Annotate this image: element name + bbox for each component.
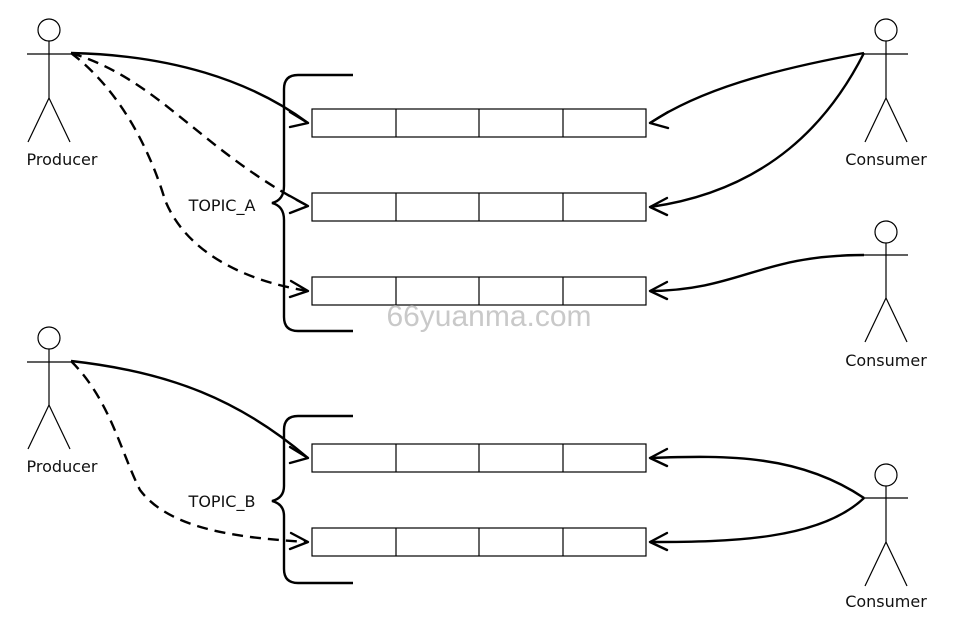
consumer-a2-label: Consumer — [845, 351, 927, 370]
producer-a-arrow-queue-2 — [70, 51, 310, 215]
consumer-a2-arrow-queue-3 — [648, 253, 865, 301]
consumer-a1-arrow-queue-1 — [648, 51, 865, 130]
topic-a-queue-2 — [311, 192, 647, 222]
stick-figure-icon — [27, 18, 71, 143]
consumer-b1-label: Consumer — [845, 592, 927, 611]
topic-a-queue-1 — [311, 108, 647, 138]
producer-a-actor: Producer — [27, 18, 98, 169]
stick-figure-icon — [27, 326, 71, 450]
watermark-text: 66yuanma.com — [386, 300, 591, 333]
producer-b-arrow-queue-2 — [70, 360, 310, 551]
producer-b-arrow-queue-1 — [70, 359, 310, 465]
stick-figure-icon — [864, 463, 908, 587]
topic-a-group: TOPIC_A — [70, 51, 866, 333]
topic-b-group: TOPIC_B — [70, 359, 865, 585]
topic-b-queue-2 — [311, 527, 647, 557]
topic-b-queue-1 — [311, 443, 647, 473]
consumer-a1-label: Consumer — [845, 150, 927, 169]
consumer-a1-actor: Consumer — [845, 18, 927, 169]
topic-a-queue-3 — [311, 276, 647, 306]
consumer-a2-actor: Consumer — [845, 220, 927, 370]
producer-a-label: Producer — [27, 150, 98, 169]
producer-a-arrow-queue-1 — [70, 51, 310, 129]
producer-b-actor: Producer — [27, 326, 98, 476]
topic-a-label: TOPIC_A — [188, 196, 256, 216]
topic-a-brace — [271, 73, 353, 333]
consumer-b1-arrow-queue-2 — [648, 497, 865, 552]
stick-figure-icon — [864, 18, 908, 143]
producer-a-arrow-queue-3 — [70, 52, 310, 299]
consumer-a1-arrow-queue-2 — [648, 52, 866, 217]
stick-figure-icon — [864, 220, 908, 343]
topic-b-brace — [271, 414, 353, 585]
producer-b-label: Producer — [27, 457, 98, 476]
topic-b-label: TOPIC_B — [188, 492, 256, 512]
consumer-b1-actor: Consumer — [845, 463, 927, 611]
consumer-b1-arrow-queue-1 — [648, 447, 865, 499]
